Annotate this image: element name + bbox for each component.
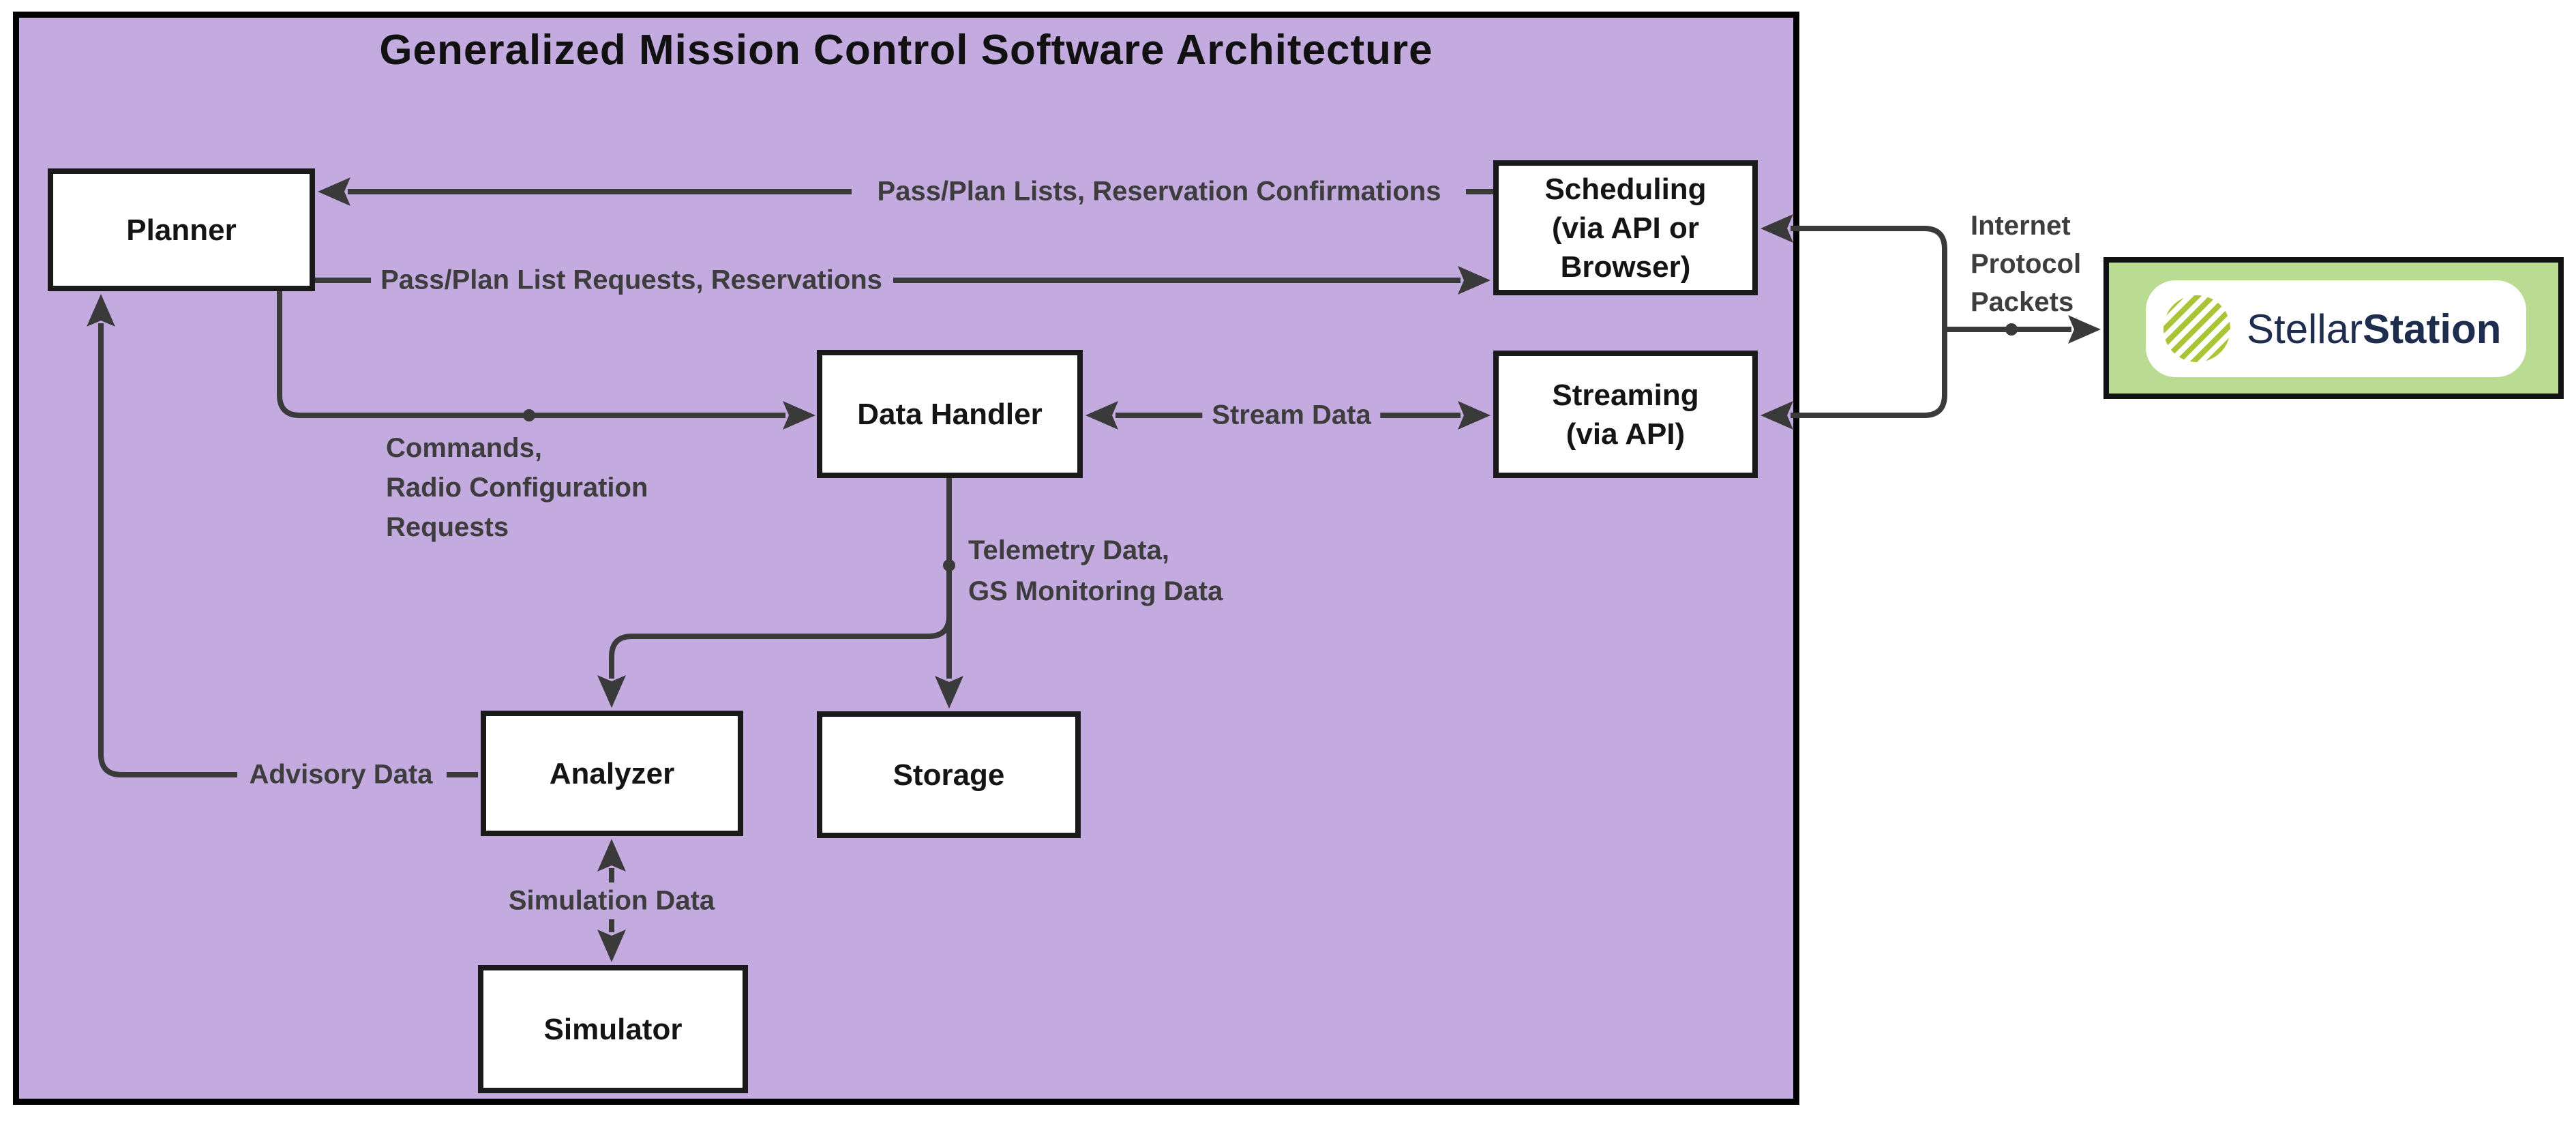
- diagram-title: Generalized Mission Control Software Arc…: [379, 27, 1433, 74]
- node-stellarstation: StellarStation: [2103, 257, 2564, 399]
- node-planner-label: Planner: [126, 213, 237, 247]
- node-planner: Planner: [48, 168, 315, 291]
- edge-label-commands-line2: Radio Configuration: [386, 473, 648, 503]
- stellarstation-wordmark-regular: Stellar: [2247, 306, 2363, 352]
- edge-ip-junction-dot: [2005, 323, 2018, 336]
- stellarstation-wordmark: StellarStation: [2247, 306, 2501, 353]
- node-data-handler-label: Data Handler: [857, 397, 1043, 431]
- edge-label-advisory-data: Advisory Data: [239, 758, 443, 792]
- edge-label-commands: Commands, Radio Configuration Requests: [386, 428, 648, 547]
- stellarstation-logo: StellarStation: [2146, 280, 2526, 377]
- node-streaming-line1: Streaming: [1552, 378, 1699, 412]
- node-storage-label: Storage: [893, 758, 1005, 792]
- edge-label-pass-plan-lists: Pass/Plan Lists, Reservation Confirmatio…: [867, 175, 1451, 209]
- stellarstation-wordmark-bold: Station: [2363, 306, 2502, 352]
- edge-ip-streaming-branch: [1791, 329, 1947, 418]
- edge-label-simulation-data: Simulation Data: [498, 884, 725, 918]
- node-storage: Storage: [817, 711, 1081, 838]
- stellarstation-globe-icon: [2163, 295, 2230, 362]
- edge-ip-scheduling-branch: [1791, 226, 1947, 330]
- node-scheduling-label: Scheduling (via API or Browser): [1544, 170, 1706, 286]
- node-simulator-label: Simulator: [543, 1012, 683, 1046]
- node-streaming-label: Streaming (via API): [1552, 376, 1698, 454]
- node-streaming: Streaming (via API): [1493, 351, 1758, 478]
- edge-label-stream-data: Stream Data: [1202, 398, 1381, 432]
- edge-label-telemetry: Telemetry Data, GS Monitoring Data: [968, 530, 1223, 612]
- edge-label-telemetry-line1: Telemetry Data,: [968, 535, 1169, 565]
- edge-label-ip-line3: Packets: [1971, 287, 2074, 317]
- edge-label-pass-plan-requests: Pass/Plan List Requests, Reservations: [371, 263, 892, 297]
- node-scheduling-line1: Scheduling: [1544, 172, 1707, 206]
- node-scheduling: Scheduling (via API or Browser): [1493, 160, 1758, 295]
- edge-label-commands-line1: Commands,: [386, 433, 542, 463]
- node-analyzer: Analyzer: [481, 711, 743, 836]
- node-scheduling-line3: Browser): [1560, 250, 1691, 284]
- edge-label-ip-line2: Protocol: [1971, 249, 2082, 279]
- node-simulator: Simulator: [478, 965, 748, 1093]
- node-data-handler: Data Handler: [817, 350, 1083, 478]
- node-analyzer-label: Analyzer: [549, 756, 675, 790]
- node-streaming-line2: (via API): [1566, 417, 1686, 451]
- node-scheduling-line2: (via API or: [1552, 211, 1699, 245]
- edge-label-ip-packets: Internet Protocol Packets: [1971, 207, 2081, 321]
- edge-label-telemetry-line2: GS Monitoring Data: [968, 576, 1223, 606]
- edge-label-commands-line3: Requests: [386, 512, 509, 542]
- edge-label-ip-line1: Internet: [1971, 211, 2071, 241]
